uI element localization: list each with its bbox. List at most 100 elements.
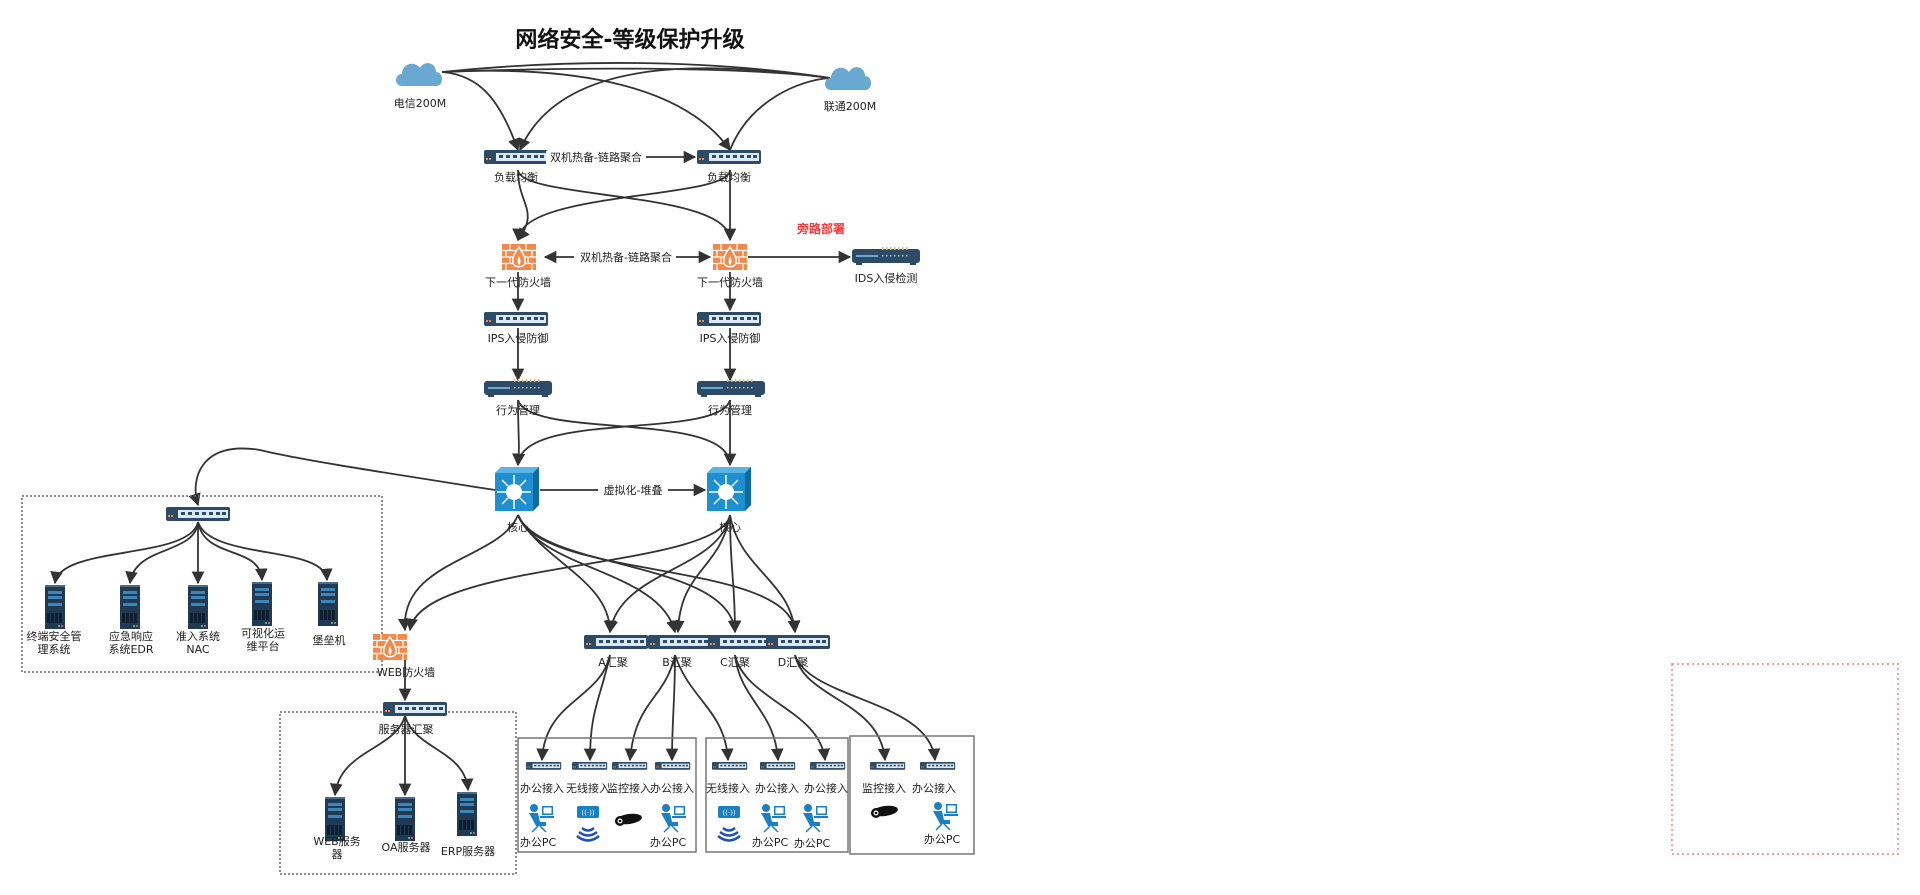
web-firewall-icon	[372, 633, 408, 661]
connection-lines	[50, 62, 941, 797]
edge	[665, 654, 679, 762]
ids-label: IDS入侵检测	[854, 272, 918, 285]
edge	[517, 514, 801, 634]
edge	[188, 447, 496, 507]
ips-label-right: IPS入侵防御	[699, 332, 761, 345]
office-pc-icon	[932, 801, 959, 831]
access-switch-label: 无线接入	[566, 782, 610, 795]
core-link-label: 虚拟化-堆叠	[598, 484, 668, 497]
access-switch-icon	[612, 762, 648, 770]
core-switch-icon	[706, 466, 752, 512]
edge	[404, 715, 474, 792]
server-label: WEB服务器	[313, 835, 361, 861]
edge	[605, 514, 731, 634]
access-group-c	[705, 737, 849, 853]
office-pc-icon	[802, 803, 829, 833]
behavior-label-right: 行为管理	[708, 404, 752, 417]
access-switch-icon	[870, 762, 906, 770]
firewall-label-left: 下一代防火墙	[485, 276, 551, 289]
server-icon	[395, 797, 415, 841]
server-icon	[252, 582, 272, 626]
access-switch-label: 办公接入	[755, 782, 799, 795]
edge	[125, 521, 199, 585]
edge	[197, 521, 268, 582]
edge	[517, 514, 741, 634]
access-switch-label: 监控接入	[862, 782, 906, 795]
core-switch-icon	[494, 466, 540, 512]
access-switch-label: 办公接入	[804, 782, 848, 795]
firewall-icon	[501, 243, 537, 271]
aggregation-label: D汇聚	[777, 656, 809, 669]
access-switch-icon	[920, 762, 956, 770]
endpoint-label: 办公PC	[649, 836, 687, 849]
diagram-title: 网络安全-等级保护升级	[515, 28, 745, 53]
edge	[441, 67, 831, 79]
server-label: ERP服务器	[440, 845, 496, 858]
edge	[512, 399, 731, 467]
endpoint-label: 办公PC	[751, 836, 789, 849]
aggregation-label: A汇聚	[598, 656, 628, 669]
access-switch-icon	[526, 762, 562, 770]
cloud-icon	[396, 63, 442, 86]
ips-label-left: IPS入侵防御	[487, 332, 549, 345]
access-switch-icon	[655, 762, 691, 770]
ips-icon	[697, 312, 761, 326]
access-switch-label: 监控接入	[607, 782, 651, 795]
cloud-icon	[825, 67, 871, 90]
server-icon	[188, 585, 208, 629]
aggregation-switch-icon	[648, 635, 712, 649]
edge	[330, 715, 406, 797]
access-switch-label: 办公接入	[912, 782, 956, 795]
load-balancer-label-left: 负载均衡	[494, 171, 538, 184]
access-switch-label: 办公接入	[520, 782, 564, 795]
edge	[624, 654, 676, 762]
behavior-management-icon	[697, 379, 765, 397]
access-switch-label: 办公接入	[650, 782, 694, 795]
firewall-icon	[712, 243, 748, 271]
load-balancer-icon	[484, 150, 548, 164]
edge	[197, 521, 333, 582]
edge	[729, 514, 801, 634]
isp-label-unicom: 联通200M	[823, 100, 877, 113]
empty-placeholder-box	[1671, 663, 1899, 855]
aggregation-label: B汇聚	[662, 656, 692, 669]
bypass-deploy-label: 旁路部署	[796, 222, 845, 236]
server-label: OA服务器	[381, 841, 431, 854]
switch-icon	[166, 507, 230, 521]
server-icon	[318, 582, 338, 626]
server-label: 终端安全管理系统	[26, 630, 82, 656]
core-label-right: 核心	[719, 521, 741, 534]
switch-icon	[383, 702, 447, 716]
core-label-left: 核心	[507, 521, 529, 534]
load-balancer-icon	[697, 150, 761, 164]
office-pc-icon	[528, 803, 555, 833]
aggregation-switch-icon	[584, 635, 648, 649]
server-icon	[120, 585, 140, 629]
aggregation-switch-icon	[766, 635, 830, 649]
edge	[50, 521, 199, 585]
camera-icon	[871, 804, 899, 818]
edge	[794, 654, 891, 762]
edge	[517, 514, 679, 634]
wireless-ap-icon	[716, 804, 742, 842]
edge	[518, 67, 831, 152]
edge	[728, 514, 742, 634]
server-label: 准入系统NAC	[176, 630, 220, 656]
server-aggregation-label: 服务器汇聚	[378, 723, 434, 736]
endpoint-label: 办公PC	[793, 837, 831, 850]
edge	[441, 71, 521, 152]
camera-icon	[615, 812, 643, 826]
aggregation-label: C汇聚	[720, 656, 750, 669]
edge	[405, 514, 731, 632]
web-firewall-label: WEB防火墙	[376, 666, 436, 679]
office-pc-icon	[660, 803, 687, 833]
edge	[729, 77, 831, 151]
access-switch-icon	[810, 762, 846, 770]
access-switch-icon	[760, 762, 796, 770]
edge	[441, 69, 731, 152]
ids-icon	[852, 247, 920, 265]
edge	[672, 514, 731, 634]
access-switch-icon	[572, 762, 608, 770]
edge	[512, 169, 731, 242]
access-switch-icon	[712, 762, 748, 770]
